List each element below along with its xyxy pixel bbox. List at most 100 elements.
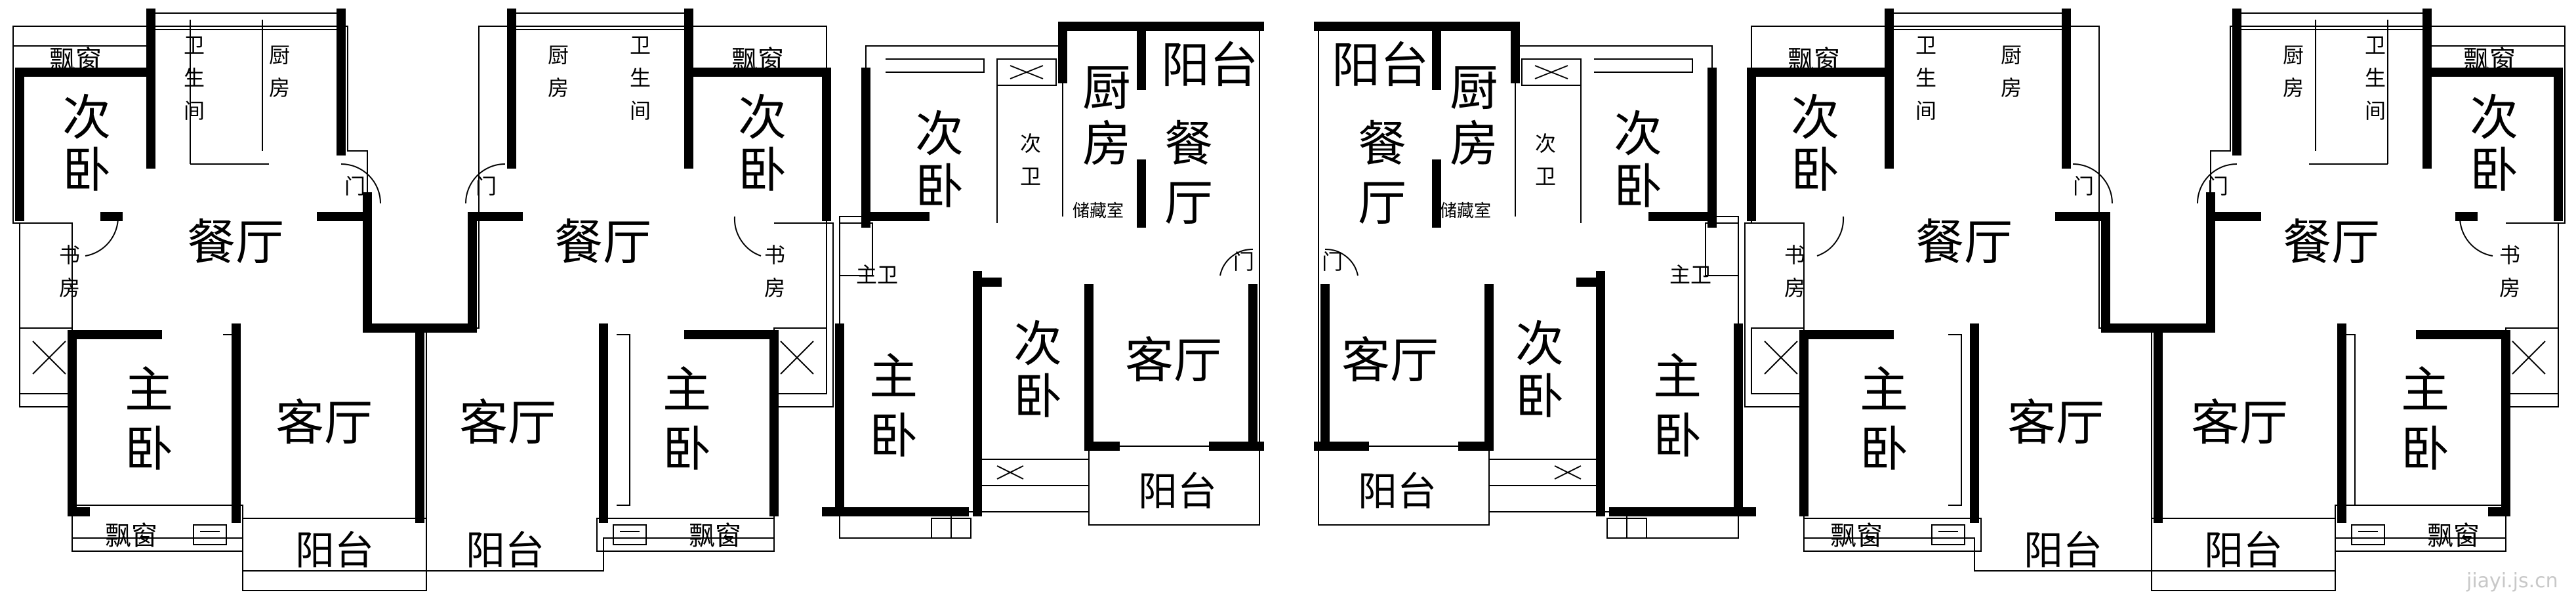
label-e-bathroom-2: 生 <box>1915 66 1936 91</box>
unit-a <box>12 9 427 591</box>
label-d-second-bedroom-b-2: 卧 <box>1515 369 1564 425</box>
label-e-study-2: 房 <box>1784 276 1805 301</box>
label-a-master-bedroom-2: 卧 <box>125 421 173 478</box>
label-b-study-1: 书 <box>764 243 785 268</box>
label-e-master-bedroom-2: 卧 <box>1860 421 1908 478</box>
label-b-second-bedroom-1: 次 <box>738 90 787 146</box>
label-b-balcony: 阳台 <box>466 528 544 574</box>
label-d-dining-2: 厅 <box>1358 175 1406 232</box>
unit-b <box>422 9 834 572</box>
label-e-second-bedroom-1: 次 <box>1791 90 1839 146</box>
label-c-door: 门 <box>1233 249 1254 274</box>
label-a-bathroom-2: 生 <box>184 66 205 91</box>
label-d-balcony-2: 阳台 <box>1358 469 1437 515</box>
label-d-second-bedroom-b-1: 次 <box>1515 316 1564 373</box>
label-c-second-bedroom-b-2: 卧 <box>1013 369 1062 425</box>
label-c-kitchen-1: 厨 <box>1082 60 1131 117</box>
label-c-master-bath: 主卫 <box>856 262 898 287</box>
label-c-balcony-2: 阳台 <box>1138 469 1217 515</box>
label-a-door: 门 <box>344 174 365 199</box>
label-a-balcony: 阳台 <box>295 528 374 574</box>
label-f-door: 门 <box>2207 174 2228 199</box>
label-d-balcony: 阳台 <box>1332 37 1429 94</box>
label-b-bay-window: 飘窗 <box>731 45 784 75</box>
label-d-kitchen-2: 房 <box>1450 116 1498 173</box>
unit-e <box>1744 9 2156 572</box>
label-b-bathroom-2: 生 <box>630 66 651 91</box>
label-d-master-bath: 主卫 <box>1669 262 1711 287</box>
label-a-study-1: 书 <box>59 243 80 268</box>
label-f-balcony: 阳台 <box>2204 528 2283 574</box>
unit-f <box>2151 9 2566 591</box>
label-b-living-room: 客厅 <box>459 395 556 451</box>
label-c-storage: 储藏室 <box>1073 201 1124 221</box>
label-e-balcony: 阳台 <box>2024 528 2102 574</box>
label-e-kitchen-1: 厨 <box>2001 43 2022 68</box>
label-b-door: 门 <box>476 174 497 199</box>
label-d-kitchen-1: 厨 <box>1450 60 1498 117</box>
label-a-bathroom-1: 卫 <box>184 33 205 58</box>
label-e-second-bedroom-2: 卧 <box>1791 142 1839 199</box>
label-d-master-bedroom-1: 主 <box>1653 349 1702 405</box>
label-e-living-room: 客厅 <box>2007 395 2104 451</box>
label-f-master-bedroom-2: 卧 <box>2401 421 2449 478</box>
label-c-dining-2: 厅 <box>1164 175 1213 232</box>
label-f-second-bedroom-1: 次 <box>2470 90 2518 146</box>
label-f-bay-window-2: 飘窗 <box>2427 521 2480 551</box>
label-c-master-bedroom-2: 卧 <box>869 408 918 465</box>
label-e-bathroom-1: 卫 <box>1915 33 1936 58</box>
label-b-second-bedroom-2: 卧 <box>738 142 787 199</box>
label-b-kitchen-1: 厨 <box>548 43 569 68</box>
label-a-bathroom-3: 间 <box>184 98 205 123</box>
label-d-second-bath-2: 卫 <box>1535 164 1556 189</box>
unit-c <box>822 22 1264 539</box>
label-c-second-bath-1: 次 <box>1020 131 1041 156</box>
label-f-master-bedroom-1: 主 <box>2401 362 2449 419</box>
label-d-living-room: 客厅 <box>1341 333 1439 389</box>
label-c-second-bedroom-2: 卧 <box>915 159 964 215</box>
label-f-study-1: 书 <box>2499 243 2520 268</box>
label-d-second-bedroom-1: 次 <box>1614 106 1662 163</box>
label-a-kitchen-2: 房 <box>269 75 290 100</box>
label-c-second-bedroom-1: 次 <box>915 106 964 163</box>
label-a-bay-window-2: 飘窗 <box>105 521 157 551</box>
label-b-kitchen-2: 房 <box>548 75 569 100</box>
label-f-bathroom-3: 间 <box>2365 98 2386 123</box>
label-b-bathroom-1: 卫 <box>630 33 651 58</box>
label-b-dining-room: 餐厅 <box>554 215 651 271</box>
label-d-dining-1: 餐 <box>1358 116 1406 173</box>
label-c-second-bath-2: 卫 <box>1020 164 1041 189</box>
label-e-bay-window-2: 飘窗 <box>1830 521 1883 551</box>
label-d-second-bedroom-2: 卧 <box>1614 159 1662 215</box>
label-d-door: 门 <box>1322 249 1343 274</box>
label-a-kitchen-1: 厨 <box>269 43 290 68</box>
label-f-bathroom-2: 生 <box>2365 66 2386 91</box>
label-b-master-bedroom-2: 卧 <box>663 421 711 478</box>
label-b-bathroom-3: 间 <box>630 98 651 123</box>
label-d-master-bedroom-2: 卧 <box>1653 408 1702 465</box>
label-e-bay-window: 飘窗 <box>1788 45 1840 75</box>
label-b-master-bedroom-1: 主 <box>663 362 711 419</box>
label-c-balcony: 阳台 <box>1161 37 1258 94</box>
label-c-kitchen-2: 房 <box>1082 116 1131 173</box>
label-f-study-2: 房 <box>2499 276 2520 301</box>
label-a-dining-room: 餐厅 <box>187 215 284 271</box>
label-e-kitchen-2: 房 <box>2001 75 2022 100</box>
label-f-dining-room: 餐厅 <box>2283 215 2380 271</box>
label-a-second-bedroom-2: 卧 <box>62 142 111 199</box>
label-e-dining-room: 餐厅 <box>1915 215 2013 271</box>
label-d-storage: 储藏室 <box>1440 201 1491 221</box>
label-a-living-room: 客厅 <box>276 395 373 451</box>
label-c-master-bedroom-1: 主 <box>869 349 918 405</box>
label-a-second-bedroom-1: 次 <box>62 90 111 146</box>
label-e-study-1: 书 <box>1784 243 1805 268</box>
label-f-living-room: 客厅 <box>2191 395 2288 451</box>
label-a-bay-window: 飘窗 <box>49 45 102 75</box>
label-f-kitchen-1: 厨 <box>2283 43 2304 68</box>
unit-d <box>1314 22 1756 539</box>
label-f-bay-window: 飘窗 <box>2463 45 2516 75</box>
label-f-bathroom-1: 卫 <box>2365 33 2386 58</box>
label-f-second-bedroom-2: 卧 <box>2470 142 2518 199</box>
